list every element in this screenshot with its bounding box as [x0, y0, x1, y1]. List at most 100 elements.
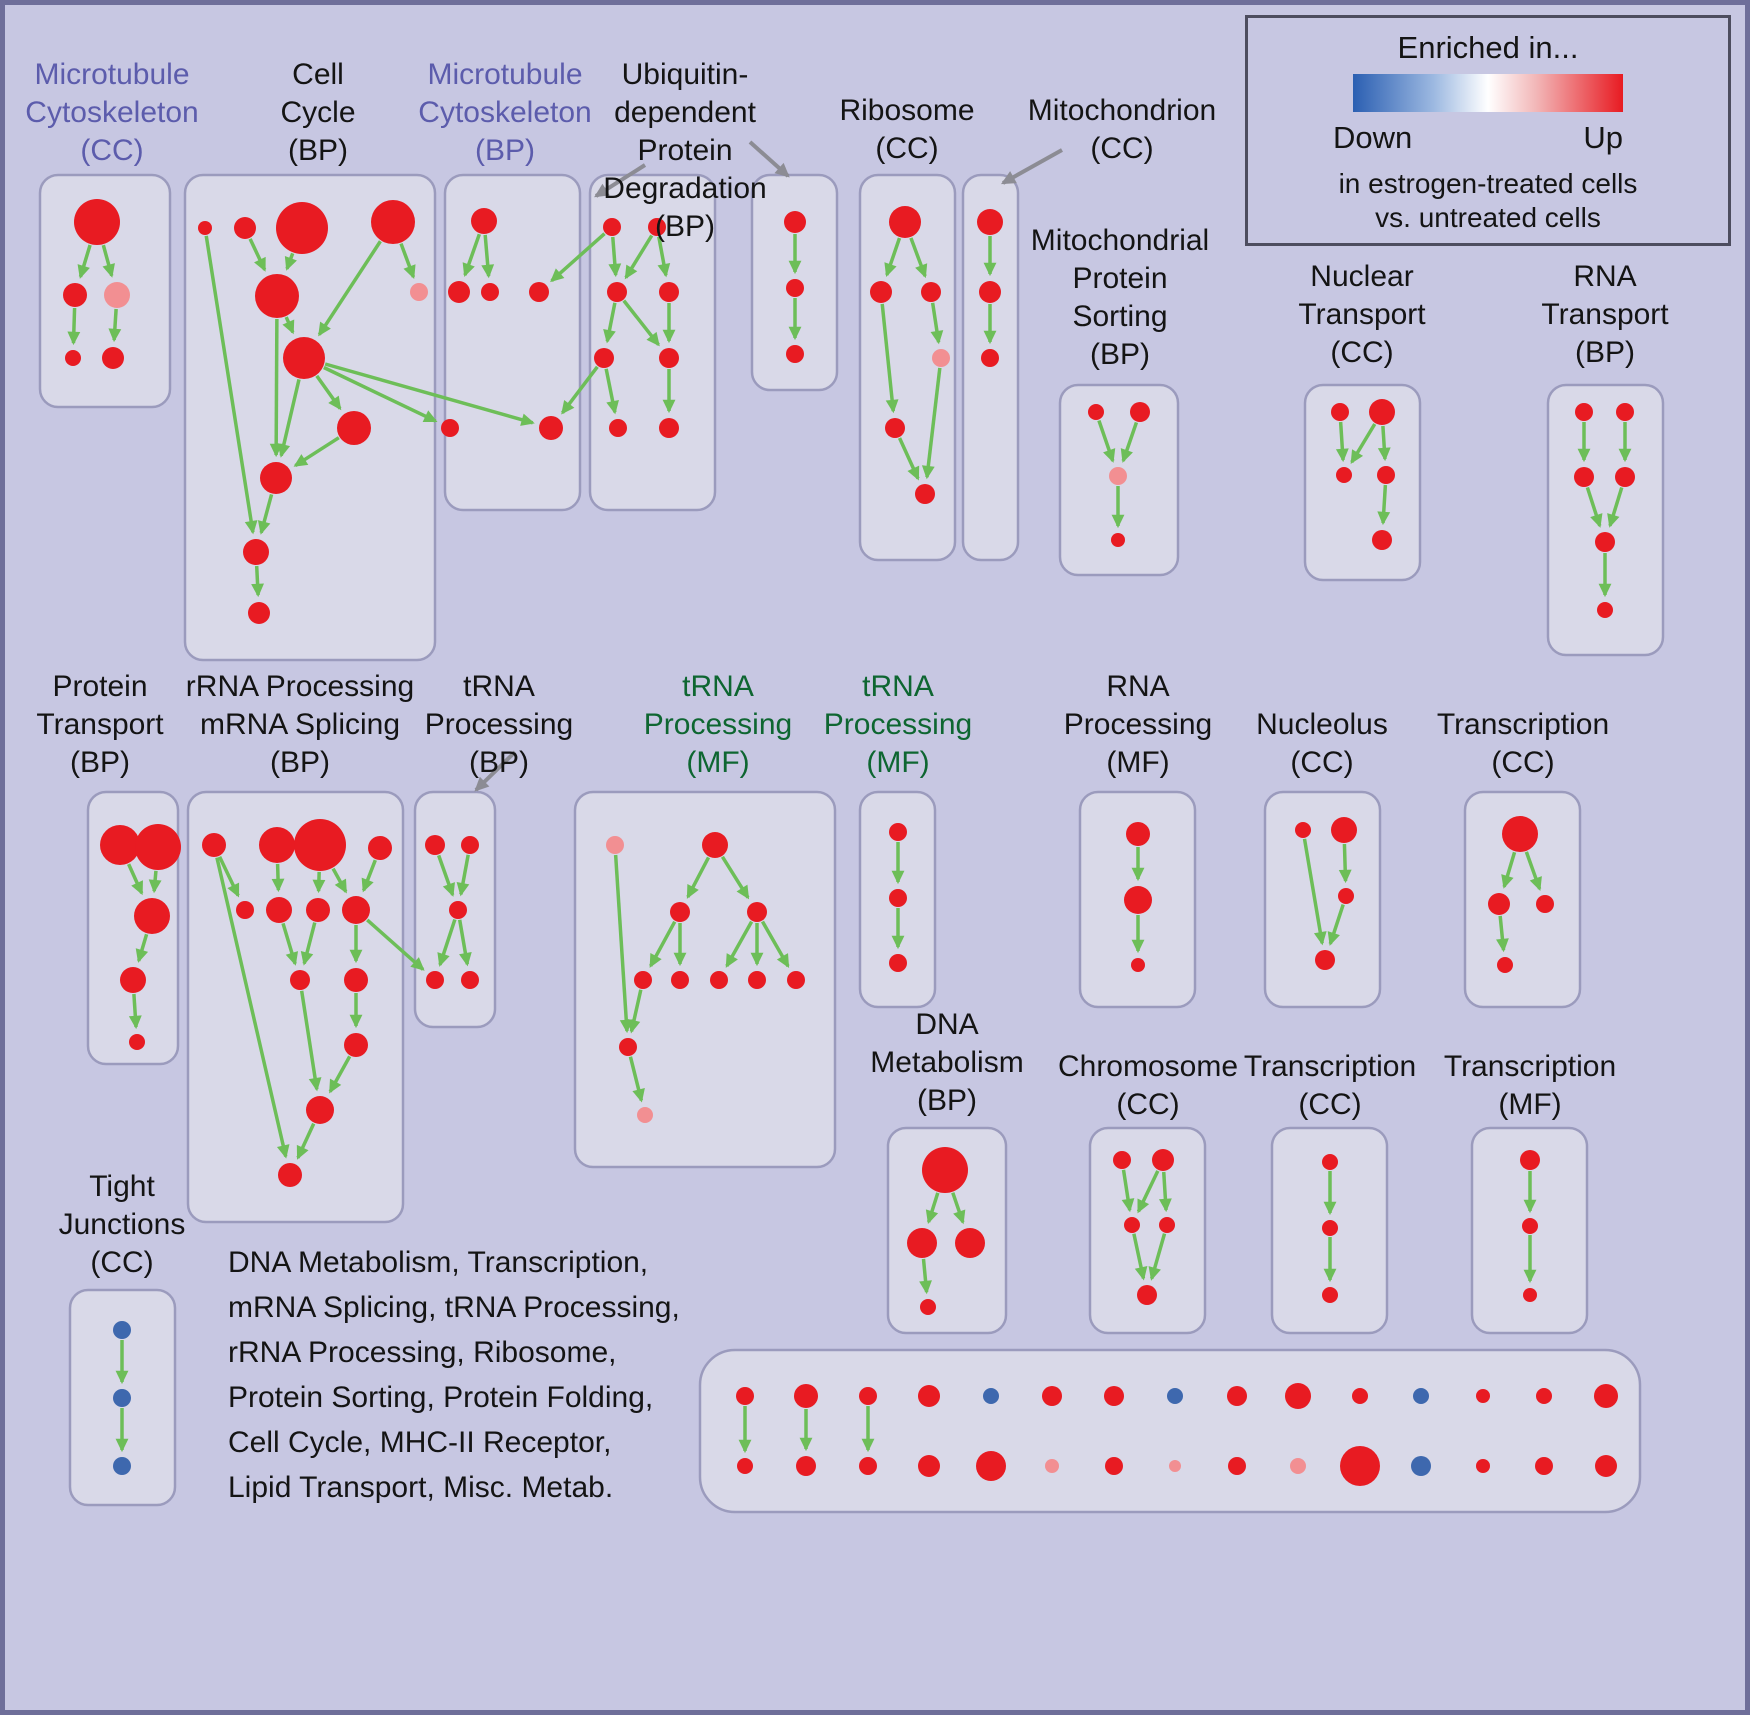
edge [613, 854, 633, 1034]
ribosome-node-f [932, 349, 950, 367]
trna-mf2-node-b [889, 889, 907, 907]
edge [361, 859, 377, 893]
misc-strip-box [698, 1348, 1642, 1514]
edge [657, 236, 671, 278]
trna-mf1-node-h [748, 971, 766, 989]
trna-mf1-node-a [606, 836, 624, 854]
misc-strip-node-b14 [1595, 1455, 1617, 1477]
rna-transport-node-b [1616, 403, 1634, 421]
rna-transport-node-f [1597, 602, 1613, 618]
mt-bp-node-e [441, 419, 459, 437]
transcription-cc1-node-c [1536, 895, 1554, 913]
cell-cycle-node-f [410, 283, 428, 301]
rna-transport-node-c [1574, 467, 1594, 487]
rna-proc-node-b [1124, 886, 1152, 914]
transcription-cc1-node-a [1502, 816, 1538, 852]
nucleolus-node-b [1331, 817, 1357, 843]
misc-strip-node-b6 [1105, 1457, 1123, 1475]
cell-cycle-node-h [337, 411, 371, 445]
rna-transport-box [1546, 383, 1665, 657]
edge [277, 379, 301, 458]
rrna-node-d [368, 836, 392, 860]
edge [437, 854, 455, 897]
edge [148, 870, 162, 894]
edge [296, 1122, 316, 1160]
edge [324, 362, 535, 426]
prot-transport-node-e [129, 1034, 145, 1050]
edge [328, 1055, 352, 1094]
edge [550, 232, 606, 283]
dna-met-node-d [920, 1299, 936, 1315]
edge [257, 493, 274, 535]
edge [331, 867, 348, 894]
edge [299, 990, 322, 1092]
edge [1377, 484, 1391, 526]
cell-cycle-node-g [283, 337, 325, 379]
mt-bp-node-a [471, 208, 497, 234]
misc-strip-node-b8 [1228, 1457, 1246, 1475]
edge [1524, 851, 1542, 891]
tight-junctions-node-b [113, 1389, 131, 1407]
edge [1158, 1171, 1172, 1213]
edge [135, 933, 149, 963]
rrna-node-i [290, 970, 310, 990]
nucleolus-box [1263, 790, 1382, 1009]
rna-transport-node-d [1615, 467, 1635, 487]
nuc-transport-node-c [1336, 467, 1352, 483]
edge [1121, 1169, 1135, 1213]
trna-mf1-node-i [787, 971, 805, 989]
edge [456, 854, 470, 897]
edge [880, 303, 899, 414]
legend: Enriched in... Down Up in estrogen-treat… [1245, 15, 1731, 246]
misc-strip-node-t13 [1536, 1388, 1552, 1404]
misc-strip-node-t9 [1285, 1383, 1311, 1409]
rrna-node-g [306, 898, 330, 922]
misc-strip-node-b3 [918, 1455, 940, 1477]
transcription-mf-node-c [1523, 1288, 1537, 1302]
misc-strip-node-t11 [1413, 1388, 1429, 1404]
rrna-node-b [259, 827, 295, 863]
rrna-node-k [344, 1033, 368, 1057]
transcription-cc2-node-c [1322, 1287, 1338, 1303]
misc-strip-node-b9 [1290, 1458, 1306, 1474]
legend-subtitle-line2: vs. untreated cells [1375, 202, 1601, 233]
misc-strip-node-t6 [1104, 1386, 1124, 1406]
edge [1097, 419, 1116, 463]
edge [686, 856, 711, 899]
transcription-cc1-box [1463, 790, 1582, 1009]
misc-strip-node-t12 [1476, 1389, 1490, 1403]
edge [293, 436, 340, 468]
edge [720, 855, 750, 900]
edge [77, 244, 92, 279]
edge [457, 919, 472, 967]
trna-mf1-box [573, 790, 837, 1169]
edge [128, 993, 142, 1030]
mt-bp-node-b [448, 281, 470, 303]
trna-mf2-node-a [889, 823, 907, 841]
transcription-cc2-node-b [1322, 1220, 1338, 1236]
chromosome-node-d [1159, 1217, 1175, 1233]
edge [204, 235, 258, 535]
legend-gradient-bar [1353, 74, 1623, 112]
rrna-node-c [294, 819, 346, 871]
chromosome-node-c [1124, 1217, 1140, 1233]
edge [1501, 851, 1517, 889]
edge [921, 367, 942, 480]
ubiq-node-d [659, 282, 679, 302]
rrna-node-m [278, 1163, 302, 1187]
mps-node-d [1111, 533, 1125, 547]
mt-cc-node-b [63, 283, 87, 307]
prot-transport-node-a [100, 825, 140, 865]
dna-met-node-b [907, 1228, 937, 1258]
edge [1350, 423, 1377, 464]
edge [604, 368, 619, 415]
ribosome-node-d [885, 418, 905, 438]
mps-node-c [1109, 467, 1127, 485]
ribosome-box [858, 173, 957, 562]
misc-strip-node-b0 [737, 1458, 753, 1474]
ribosome-node-b [870, 281, 892, 303]
edge [1607, 486, 1624, 528]
chromosome-node-e [1137, 1285, 1157, 1305]
mito-node-c [981, 349, 999, 367]
